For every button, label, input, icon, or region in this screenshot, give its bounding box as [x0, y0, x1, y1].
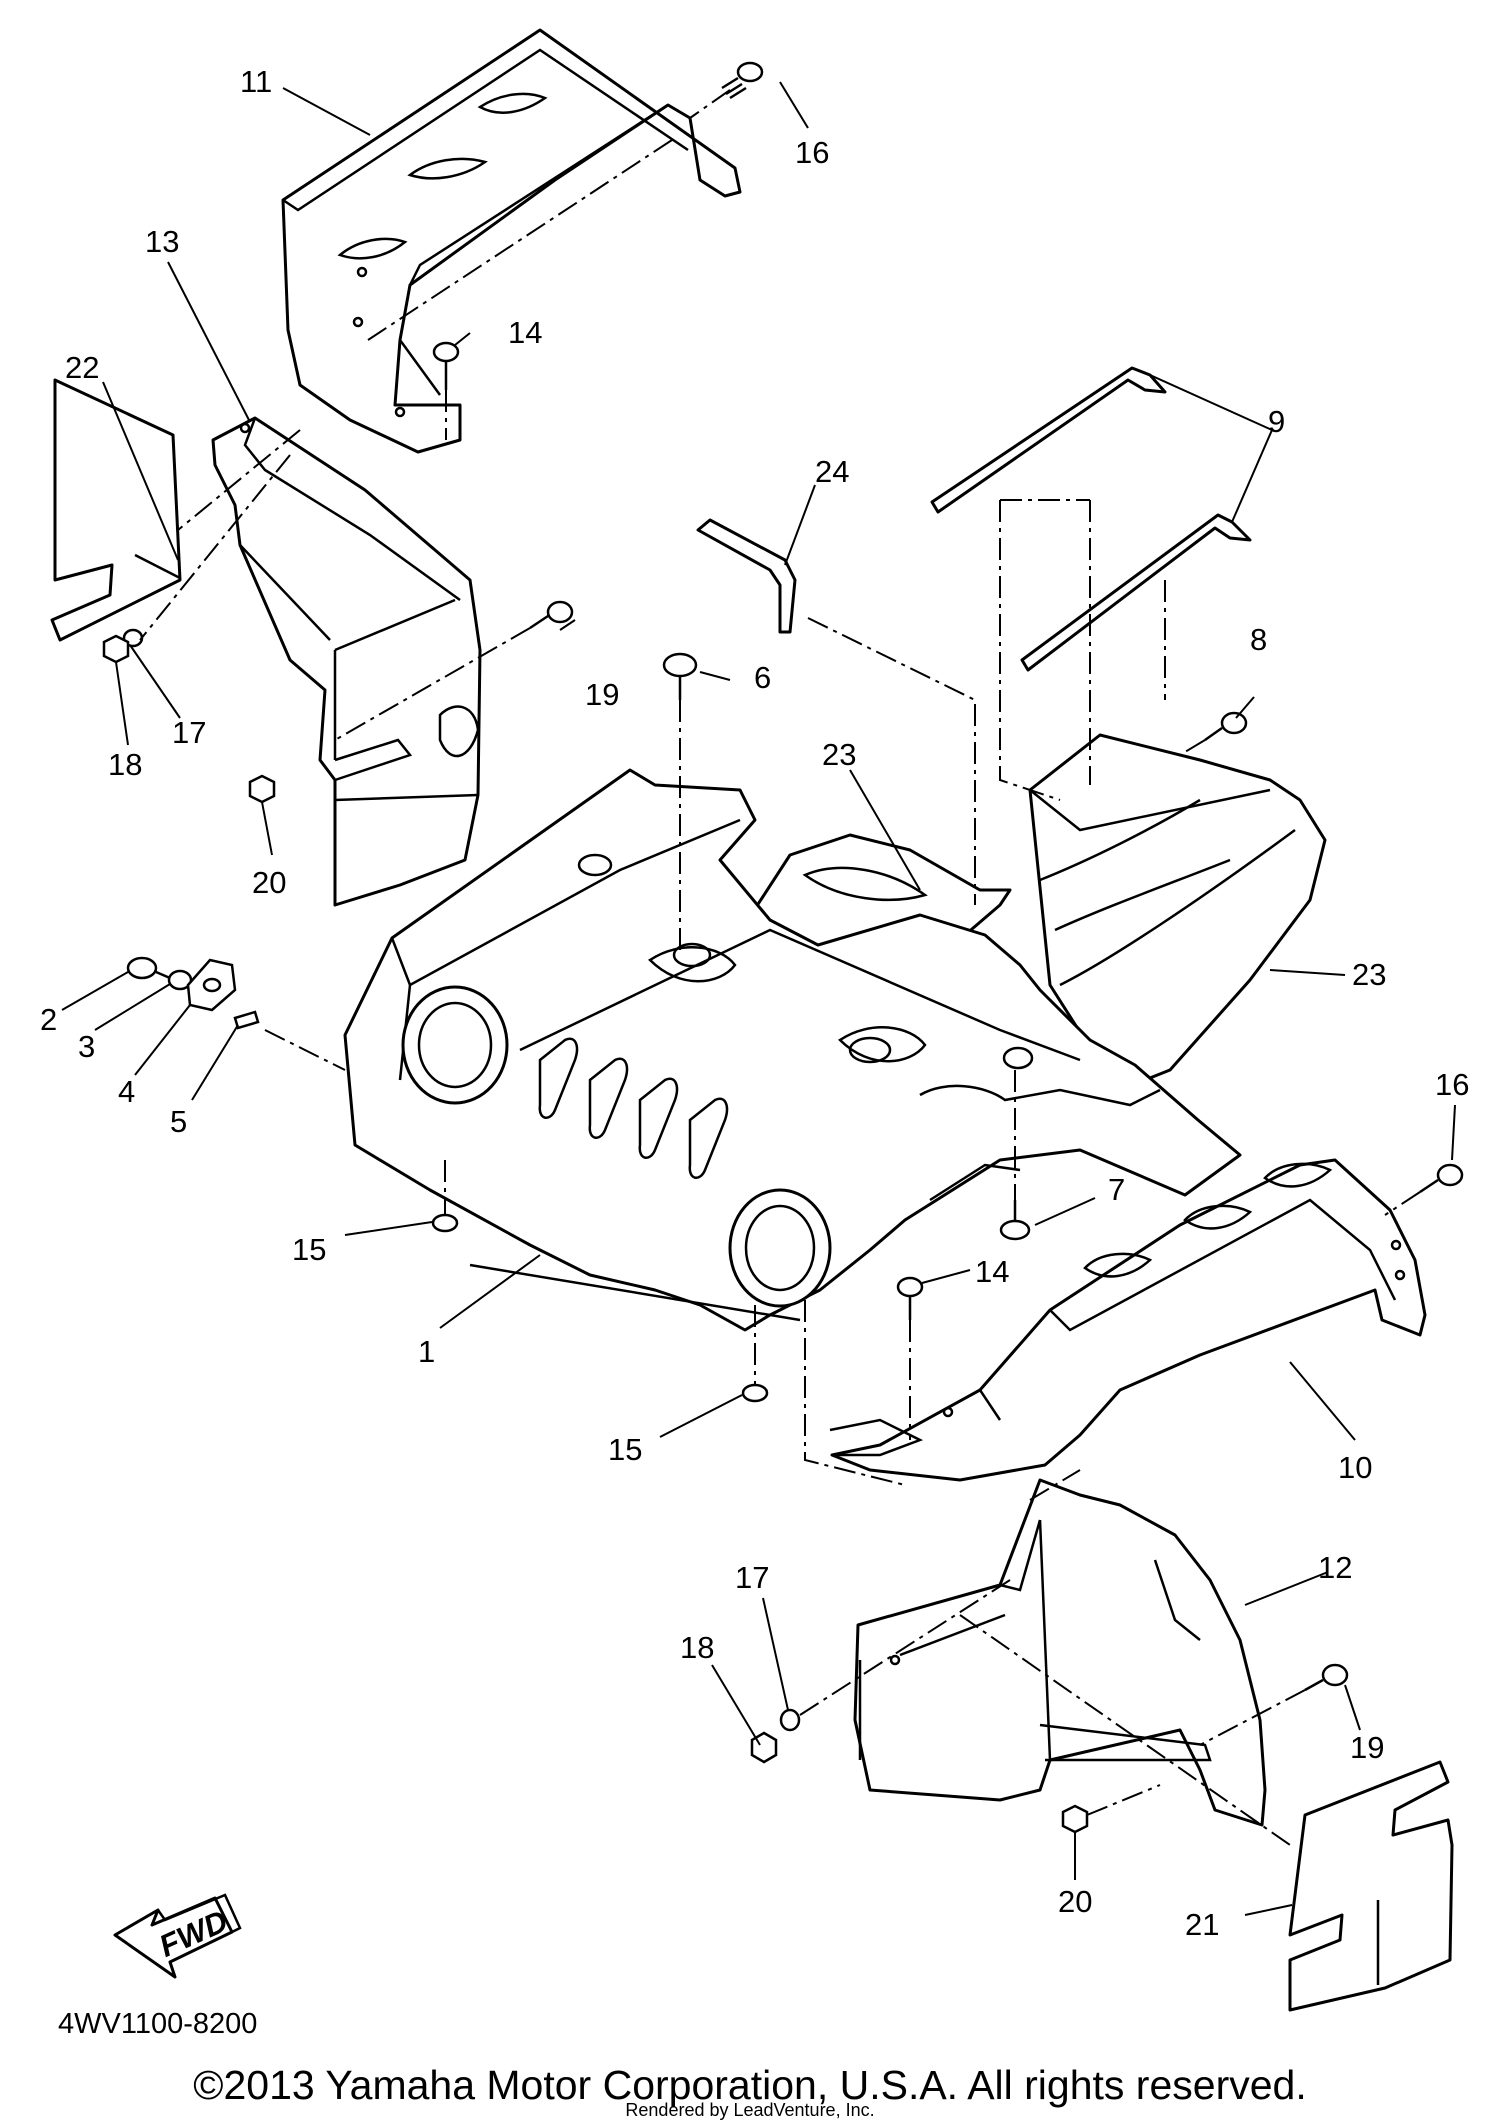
callout-label: 17 — [172, 715, 206, 750]
callouts: 11 16 13 14 22 9 24 19 6 8 17 18 23 20 2… — [40, 64, 1469, 1942]
callout-label: 14 — [975, 1254, 1009, 1289]
grommet-7-icon — [999, 1046, 1034, 1241]
callout-label: 11 — [240, 64, 272, 99]
hardware — [102, 61, 1464, 1834]
decal-left — [50, 378, 182, 642]
side-strips — [930, 366, 1252, 672]
front-body — [343, 768, 1242, 1332]
callout-label: 15 — [292, 1232, 326, 1267]
assembly-lines — [139, 89, 1421, 1846]
copyright-notice: ©2013 Yamaha Motor Corporation, U.S.A. A… — [193, 2062, 1307, 2108]
washer-15-left-icon — [431, 1213, 459, 1233]
mudguard-left — [211, 416, 482, 907]
bolt-14-lower-icon — [896, 1276, 924, 1320]
callout-label: 16 — [1435, 1067, 1469, 1102]
bolt-14-upper-icon — [432, 341, 460, 390]
decal-right — [1288, 1760, 1454, 2012]
callout-label: 15 — [608, 1432, 642, 1467]
rear-fender-upper — [281, 28, 742, 454]
callout-label: 12 — [1318, 1550, 1352, 1585]
callout-label: 9 — [1268, 404, 1285, 439]
callout-label: 4 — [118, 1074, 135, 1109]
callout-label: 14 — [508, 315, 542, 350]
callout-label: 3 — [78, 1029, 95, 1064]
callout-label: 5 — [170, 1104, 187, 1139]
callout-label: 1 — [418, 1334, 435, 1369]
bolt-8-icon — [1204, 711, 1248, 742]
bolt-2-icon — [126, 956, 171, 980]
callout-label: 23 — [1352, 957, 1386, 992]
fwd-arrow-icon: FWD — [113, 1893, 242, 1979]
callout-label: 8 — [1250, 622, 1267, 657]
front-fender — [829, 1158, 1427, 1482]
bolt-19-lower-icon — [1304, 1663, 1349, 1692]
washer-17-right-icon — [779, 1708, 801, 1732]
callout-label: 13 — [145, 224, 179, 259]
bolt-19-upper-icon — [529, 600, 574, 630]
nut-20-left-icon — [248, 774, 276, 804]
callout-label: 21 — [1185, 1907, 1219, 1942]
washer-15-right-icon — [741, 1383, 769, 1403]
callout-label: 20 — [252, 865, 286, 900]
callout-label: 19 — [1350, 1730, 1384, 1765]
bolt-6-icon — [662, 652, 698, 700]
callout-label: 19 — [585, 677, 619, 712]
bolt-16-lower-icon — [1419, 1163, 1464, 1194]
strap — [696, 518, 797, 634]
callout-label: 18 — [680, 1630, 714, 1665]
callout-label: 16 — [795, 135, 829, 170]
drawing-code: 4WV1100-8200 — [58, 2008, 258, 2040]
collar-5-icon — [233, 1010, 260, 1030]
callout-label: 23 — [822, 737, 856, 772]
callout-label: 24 — [815, 454, 849, 489]
callout-label: 10 — [1338, 1450, 1372, 1485]
callout-label: 20 — [1058, 1884, 1092, 1919]
callout-label: 7 — [1108, 1172, 1125, 1207]
leader-lines — [61, 81, 1456, 1916]
callout-label: 18 — [108, 747, 142, 782]
grommet-4-icon — [186, 958, 237, 1012]
callout-label: 2 — [40, 1002, 57, 1037]
mudguard-right — [853, 1478, 1267, 1827]
callout-label: 22 — [65, 350, 99, 385]
nut-20-right-icon — [1061, 1804, 1089, 1834]
bolt-16-upper-icon — [721, 61, 764, 100]
callout-label: 17 — [735, 1560, 769, 1595]
callout-label: 6 — [754, 660, 771, 695]
rendered-by-credit: Rendered by LeadVenture, Inc. — [625, 2100, 875, 2120]
nut-18-left-icon — [102, 634, 130, 664]
